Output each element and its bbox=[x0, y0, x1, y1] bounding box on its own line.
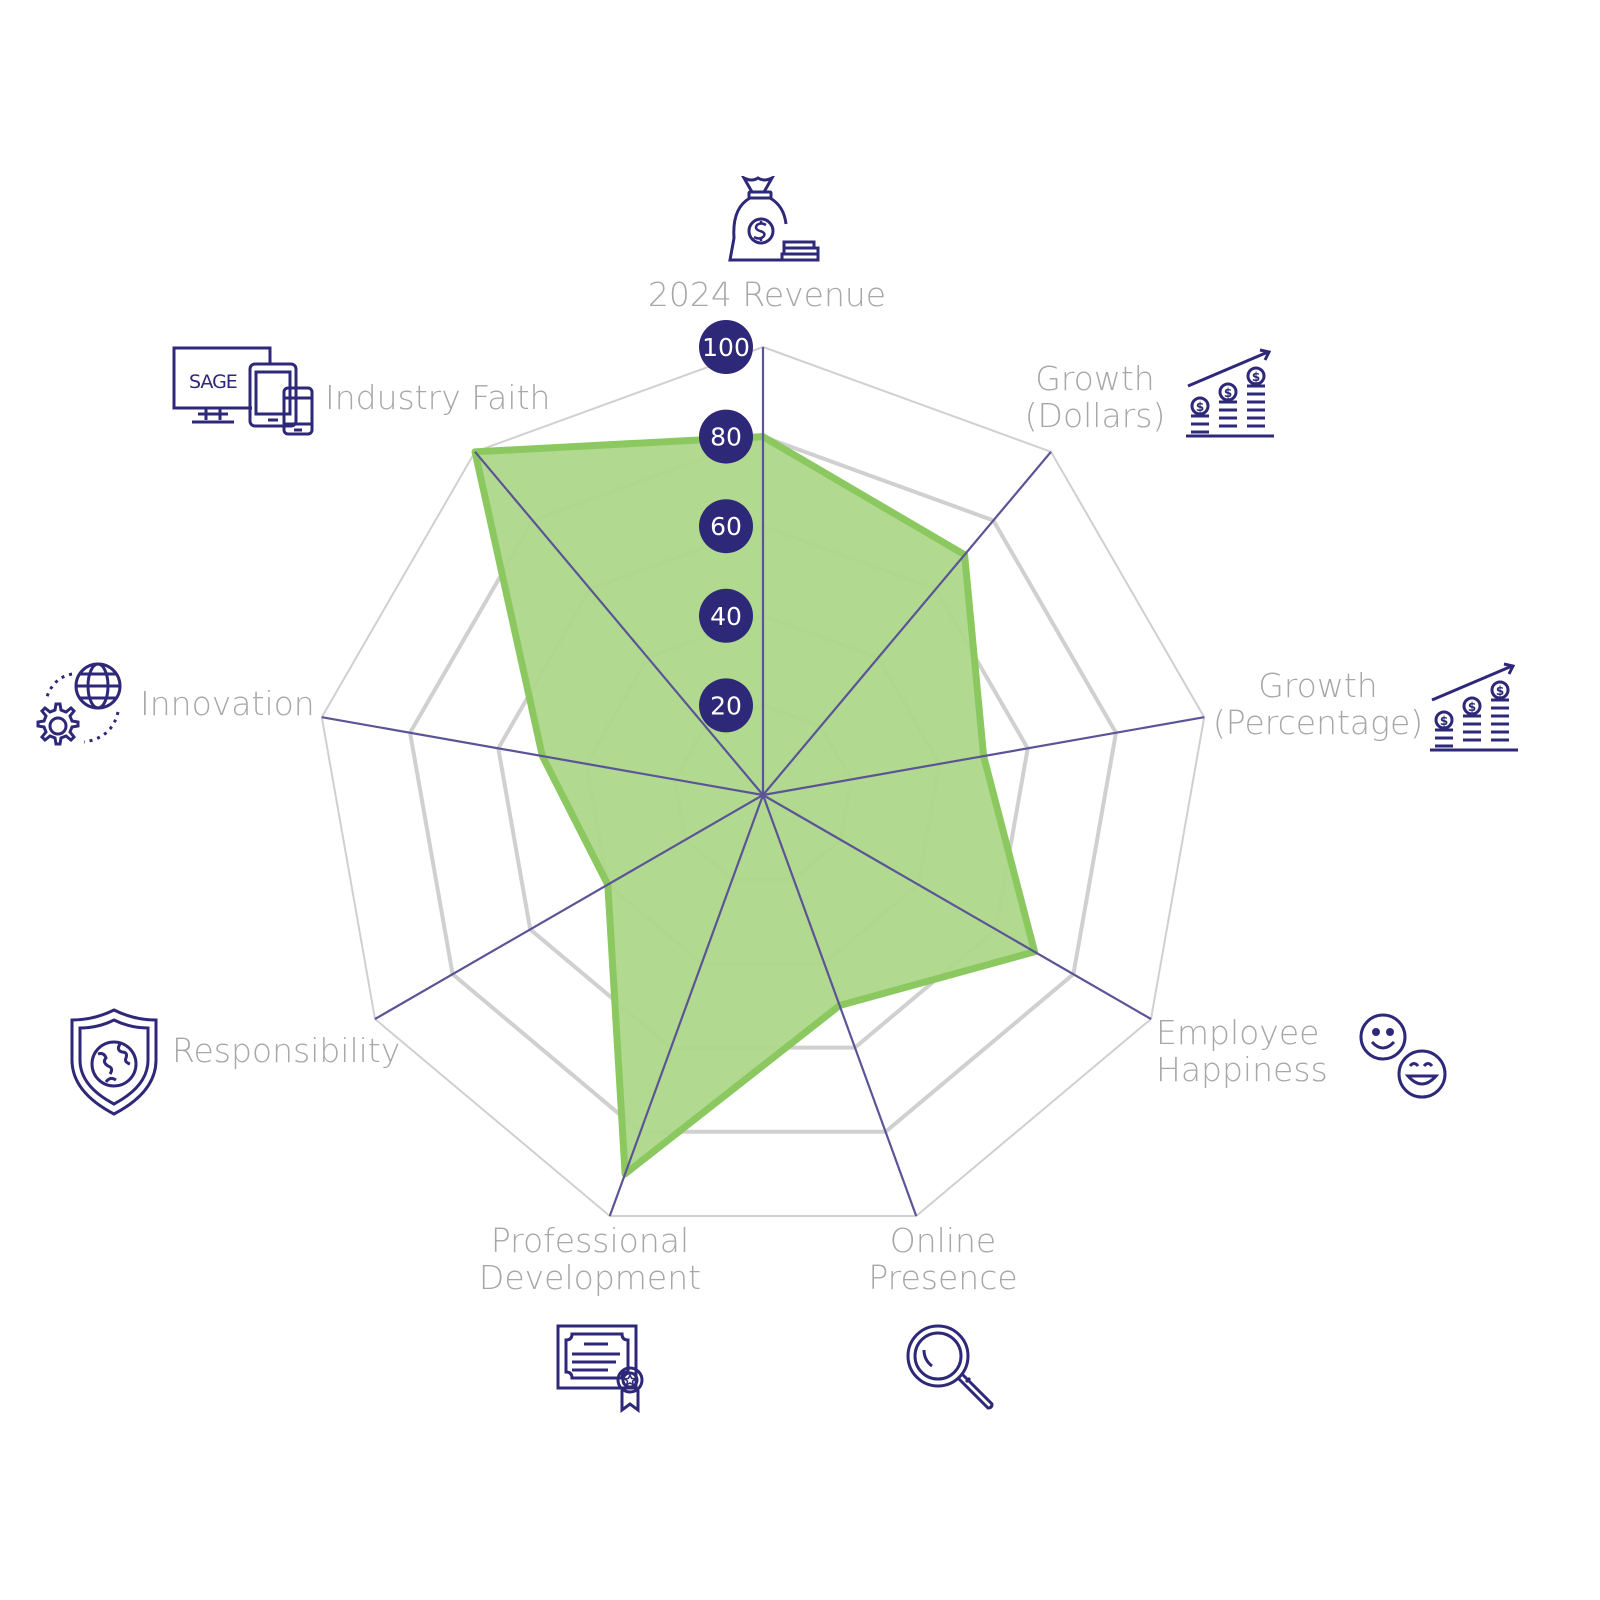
axis-spoke bbox=[374, 794, 764, 1020]
tick-badge-circle bbox=[699, 499, 753, 554]
axis-label: Growth(Dollars) bbox=[1025, 359, 1166, 435]
axis-spokes bbox=[321, 347, 1205, 1217]
tick-badge: 80 bbox=[699, 409, 753, 464]
axis-label-line: Responsibility bbox=[172, 1031, 400, 1070]
axis-spoke bbox=[762, 451, 1052, 796]
coin-growth-icon: $ $ $ bbox=[1186, 348, 1276, 438]
svg-text:$: $ bbox=[1440, 714, 1448, 728]
axis-label-line: Employee bbox=[1156, 1013, 1319, 1052]
tick-badge: 20 bbox=[699, 678, 753, 733]
tick-badge: 40 bbox=[699, 588, 753, 643]
tick-label: 40 bbox=[710, 602, 742, 631]
series-polygon bbox=[471, 433, 1039, 1178]
shield-globe-icon bbox=[68, 1008, 160, 1116]
axis-spoke bbox=[761, 794, 918, 1217]
tick-badge-circle bbox=[699, 320, 753, 374]
axis-label: Innovation bbox=[140, 684, 315, 723]
grid-ring-100 bbox=[320, 345, 1206, 1217]
svg-text:$: $ bbox=[1496, 684, 1504, 698]
svg-text:$: $ bbox=[1468, 700, 1476, 714]
radial-tick-labels: 20 40 60 80 100 bbox=[699, 320, 753, 733]
axis-label: 2024 Revenue bbox=[648, 275, 886, 314]
axis-spoke bbox=[321, 716, 764, 797]
axis-label-line: (Percentage) bbox=[1213, 703, 1423, 742]
axis-label-line: Development bbox=[479, 1258, 701, 1297]
certificate-icon bbox=[556, 1324, 648, 1414]
axis-label-line: Presence bbox=[868, 1258, 1017, 1297]
axis-spoke bbox=[762, 716, 1205, 797]
axis-spoke bbox=[762, 794, 1152, 1020]
tick-badge: 60 bbox=[699, 499, 753, 554]
grid-ring-80 bbox=[407, 434, 1119, 1134]
axis-label: Responsibility bbox=[172, 1031, 400, 1070]
axis-label-line: Growth bbox=[1258, 666, 1377, 705]
axis-spoke bbox=[608, 794, 765, 1217]
tick-badge-circle bbox=[699, 409, 753, 464]
axis-label-line: (Dollars) bbox=[1025, 396, 1166, 435]
devices-brand-text: SAGE bbox=[189, 371, 237, 393]
svg-text:$: $ bbox=[1252, 370, 1260, 384]
tick-badge: 100 bbox=[699, 320, 753, 374]
tick-badge-circle bbox=[699, 678, 753, 733]
money-bag-icon bbox=[728, 176, 820, 264]
magnifier-icon bbox=[904, 1322, 996, 1414]
tick-badge-circle bbox=[699, 588, 753, 643]
axis-label: Growth(Percentage) bbox=[1213, 666, 1423, 742]
coin-growth-icon: $ $ $ bbox=[1430, 662, 1520, 752]
tick-label: 60 bbox=[710, 512, 742, 541]
axis-label-line: Innovation bbox=[140, 684, 315, 723]
svg-text:$: $ bbox=[1224, 386, 1232, 400]
axis-label: Industry Faith bbox=[325, 378, 550, 417]
smiley-faces-icon bbox=[1358, 1012, 1450, 1102]
tick-label: 20 bbox=[710, 691, 742, 720]
axis-spoke bbox=[474, 451, 764, 796]
tick-label: 100 bbox=[702, 333, 750, 362]
axis-label-line: Growth bbox=[1035, 359, 1154, 398]
globe-gear-icon bbox=[32, 660, 126, 752]
axis-label-line: Professional bbox=[491, 1221, 689, 1260]
axis-label-line: 2024 Revenue bbox=[648, 275, 886, 314]
tick-label: 80 bbox=[710, 423, 742, 452]
axis-label-line: Happiness bbox=[1156, 1050, 1328, 1089]
axis-label-line: Industry Faith bbox=[325, 378, 550, 417]
axis-labels: 2024 RevenueGrowth(Dollars)Growth(Percen… bbox=[140, 275, 1423, 1297]
svg-text:$: $ bbox=[1196, 400, 1204, 414]
axis-label-line: Online bbox=[890, 1221, 996, 1260]
devices-icon: SAGE bbox=[172, 346, 316, 438]
